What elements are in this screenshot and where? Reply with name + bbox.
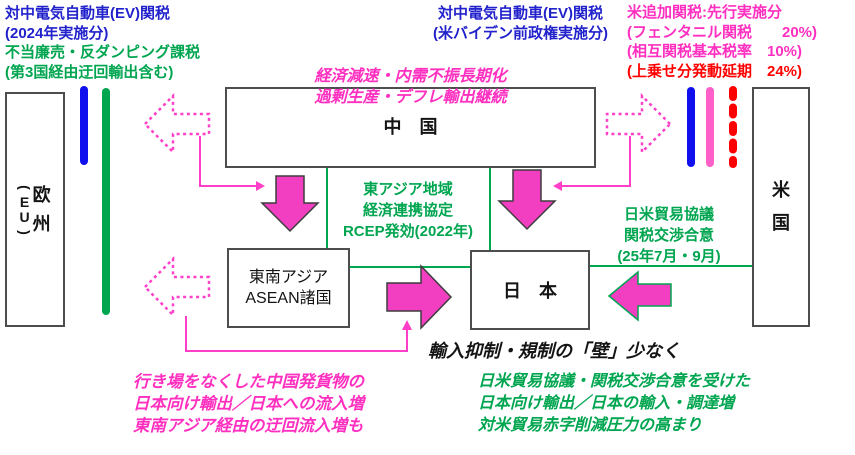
note-line: 経済連携協定 — [362, 202, 453, 219]
note-line: (25年7月・9月) — [617, 248, 721, 265]
note-china-economy: 経済減速・内需不振長期化 過剰生産・デフレ輸出継続 — [225, 66, 596, 108]
note-line: (上乗せ分発動延期 24%) — [627, 62, 803, 80]
note-line: (相互関税基本税率 10%) — [627, 43, 803, 60]
note-line: (第3国経由迂回輸出含む) — [5, 63, 174, 81]
asean-box: 東南アジア ASEAN諸国 — [227, 248, 350, 328]
arrow-us-to-japan — [607, 270, 672, 322]
reroute-arrowhead-up — [402, 320, 412, 330]
note-line: 不当廉売・反ダンピング課税 — [5, 44, 201, 61]
japan-label: 日 本 — [503, 281, 557, 301]
china-box — [225, 87, 596, 168]
note-line: 日米貿易協議・関税交渉合意を受けた — [478, 373, 751, 390]
note-eu-tariffs: 対中電気自動車(EV)関税 (2024年実施分) 不当廉売・反ダンピング課税 (… — [5, 4, 200, 82]
china-label: 中 国 — [383, 117, 438, 137]
asean-label-line1: 東南アジア — [248, 269, 329, 286]
dashed-arrow-china-to-us — [605, 92, 672, 156]
note-line: 日本向け輸出／日本への流入増 — [133, 395, 364, 413]
note-line: 東南アジア経由の迂回流入増も — [133, 417, 364, 435]
arrow-asean-to-japan — [386, 264, 453, 330]
asean-label-line2: ASEAN諸国 — [245, 290, 332, 307]
note-us-ev-tariffs: 対中電気自動車(EV)関税 (米バイデン前政権実施分) — [398, 4, 643, 43]
note-line: 東アジア地域 — [363, 181, 453, 198]
note-line: 経済減速・内需不振長期化 — [314, 68, 507, 85]
note-line: RCEP発効(2022年) — [342, 223, 474, 240]
note-line: 日本向け輸出／日本の輸入・調達増 — [478, 395, 735, 412]
us-box: 米国 — [752, 87, 810, 327]
note-us-additional-tariffs: 米追加関税:先行実施分 (フェンタニル関税 20%) (相互関税基本税率 10%… — [627, 3, 817, 81]
dashed-arrow-china-to-eu — [143, 92, 211, 156]
note-china-diversion: 行き場をなくした中国発貨物の 日本向け輸出／日本への流入増 東南アジア経由の迂回… — [133, 371, 364, 437]
reroute-arrowhead-right — [256, 181, 265, 191]
note-line: (米バイデン前政権実施分) — [433, 24, 608, 42]
note-japan-wall: 輸入抑制・規制の「壁」少なく — [428, 341, 680, 361]
note-us-japan-agreement: 日米貿易協議 関税交渉合意 (25年7月・9月) — [590, 204, 748, 267]
japan-box: 日 本 — [470, 250, 590, 330]
arrow-china-to-japan — [497, 169, 557, 231]
note-line: 関税交渉合意 — [623, 227, 714, 244]
note-line: 米追加関税:先行実施分 — [627, 4, 782, 21]
arrow-china-to-asean — [260, 175, 320, 233]
reroute-arrowhead-left — [553, 181, 562, 191]
note-line: 対中電気自動車(EV)関税 — [5, 5, 171, 22]
note-line: 対米貿易赤字削減圧力の高まり — [478, 417, 703, 434]
note-rcep: 東アジア地域 経済連携協定 RCEP発効(2022年) — [328, 179, 488, 242]
dashed-arrow-asean-to-eu — [143, 255, 211, 319]
note-line: 日米貿易協議 — [623, 206, 714, 223]
note-line: (フェンタニル関税 20%) — [627, 23, 818, 41]
note-line: (2024年実施分) — [5, 24, 109, 42]
eu-region-label: 欧州 — [32, 184, 51, 234]
note-line: 過剰生産・デフレ輸出継続 — [314, 89, 507, 106]
note-us-japan-imports: 日米貿易協議・関税交渉合意を受けた 日本向け輸出／日本の輸入・調達増 対米貿易赤… — [478, 371, 750, 437]
us-label: 米国 — [772, 180, 790, 233]
note-line: 行き場をなくした中国発貨物の — [133, 373, 364, 391]
note-line: 対中電気自動車(EV)関税 — [437, 5, 603, 22]
